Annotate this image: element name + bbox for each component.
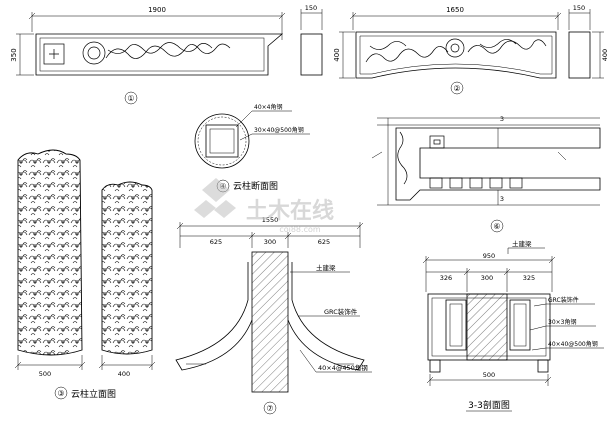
view6-number: ⑥ <box>493 222 500 231</box>
view2-panel-elevation: 1650 400 150 400 <box>333 4 609 79</box>
view7-note-steel: 40×4@450角钢 <box>318 363 368 372</box>
view3-column-elevations: 500 400 ③ 云柱立面图 <box>14 149 156 400</box>
view2-width-dim: 1650 <box>446 6 464 14</box>
section-3-3: 950 326 300 325 土建梁 500 GRC装饰件 30×3角钢 40… <box>422 239 604 412</box>
view7-dim-left: 625 <box>210 238 222 246</box>
view3-number: ③ <box>57 389 64 398</box>
view2-label: ② <box>450 81 464 95</box>
view7-bracket-section: 1550 625 300 625 土建梁 GRC装饰件 40×4@450角钢 ⑦ <box>175 216 372 415</box>
section33-note-steel2: 40×40@500角钢 <box>548 340 598 348</box>
view7-dim-mid: 300 <box>264 238 276 246</box>
view3-dim-right: 400 <box>118 370 130 378</box>
view1-panel-elevation: 1900 350 150 <box>10 4 323 76</box>
watermark: 土木在线 coi88.com <box>194 178 334 234</box>
view7-note-beam: 土建梁 <box>316 263 336 272</box>
view7-dim-right: 625 <box>318 238 330 246</box>
view1-label: ① <box>124 91 138 105</box>
view2-side-height-dim: 400 <box>601 49 609 61</box>
section33-note-steel1: 30×3角钢 <box>548 318 576 326</box>
section33-dim-total: 950 <box>483 252 495 260</box>
view1-width-dim: 1900 <box>148 6 166 14</box>
section33-note-grc: GRC装饰件 <box>548 296 579 304</box>
view4-note-bottom: 30×40@500角钢 <box>254 126 304 134</box>
section33-title: 3-3剖面图 <box>468 399 510 411</box>
watermark-en: coi88.com <box>279 225 321 234</box>
section33-note-beam: 土建梁 <box>512 239 532 248</box>
view6-dim-top: 3 <box>500 115 504 123</box>
watermark-cn: 土木在线 <box>246 198 334 224</box>
section33-dim-left: 326 <box>440 274 452 282</box>
view2-number: ② <box>453 84 460 93</box>
view3-title: 云柱立面图 <box>71 388 116 400</box>
section33-dim-right: 325 <box>523 274 535 282</box>
section33-dim-bottom: 500 <box>483 371 495 379</box>
view4-title: 云柱断面图 <box>233 180 278 192</box>
view1-side-width-dim: 150 <box>305 4 317 12</box>
view7-note-grc: GRC装饰件 <box>324 307 358 316</box>
view7-dim-total: 1550 <box>262 216 279 224</box>
section33-dim-mid: 300 <box>481 274 493 282</box>
view1-number: ① <box>127 94 134 103</box>
view4-note-top: 40×4角钢 <box>254 103 282 111</box>
view4-column-section: 40×4角钢 30×40@500角钢 ④ 云柱断面图 <box>194 103 310 193</box>
view1-height-dim: 350 <box>10 48 18 61</box>
view6-bracket-detail: 3 3 ⑥ <box>371 115 601 233</box>
view2-side-width-dim: 150 <box>573 4 585 12</box>
view6-dim-bottom: 3 <box>500 195 504 203</box>
view7-number: ⑦ <box>266 404 273 413</box>
view3-dim-left: 500 <box>39 370 51 378</box>
view2-height-dim: 400 <box>333 48 341 61</box>
